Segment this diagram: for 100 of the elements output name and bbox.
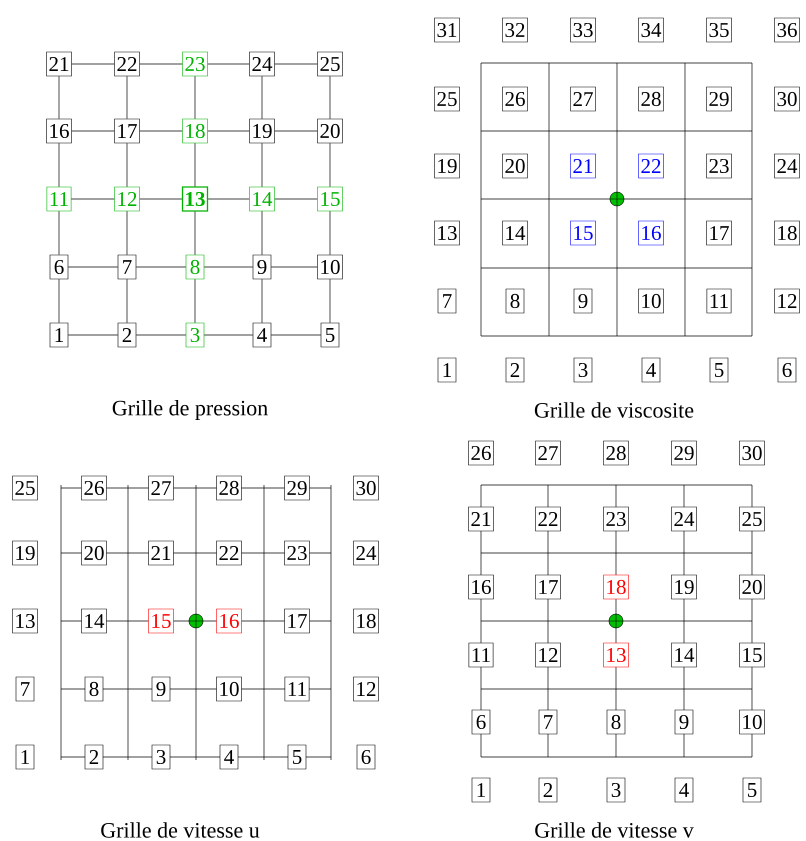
number-box: 21 [148,540,174,566]
number-box: 15 [570,220,596,246]
number-box: 27 [148,476,174,500]
number-box: 2 [538,778,558,802]
grid-line [68,334,118,336]
number-box: 14 [249,186,275,212]
number-box: 9 [252,254,272,280]
number-box: 3 [186,322,204,348]
grid-line [207,130,250,132]
number-box: 19 [12,540,38,566]
number-box: 27 [570,86,596,112]
number-box: 25 [317,52,343,76]
number-box: 8 [606,710,626,734]
number-box: 17 [284,608,310,634]
grid-line [204,334,254,336]
number-box: 17 [114,118,140,144]
number-box: 1 [50,322,68,348]
number-box: 32 [502,18,528,42]
number-box: 8 [186,254,204,280]
grid-line [208,198,250,200]
number-box: 3 [606,778,626,802]
number-box: 21 [570,154,596,178]
grid-line [204,266,254,268]
number-box: 28 [638,86,664,112]
number-box: 20 [739,574,765,600]
number-box: 25 [434,86,460,112]
grid-line [126,142,128,188]
grid-line [71,130,115,132]
number-box: 17 [706,220,732,246]
number-box: 11 [468,642,494,668]
number-box: 21 [468,506,494,532]
number-box: 20 [317,118,343,144]
number-box: 2 [118,322,136,348]
number-box: 7 [438,288,456,314]
panel-caption: Grille de viscosite [534,402,694,418]
number-box: 15 [739,642,765,668]
grid-line [194,211,196,256]
grid-line [58,210,60,256]
number-box: 19 [434,154,460,178]
number-box: 22 [216,540,242,566]
grid-line [126,210,128,256]
number-box: 19 [671,574,697,600]
grid-line [58,278,60,324]
grid-line [71,198,115,200]
grid-line [68,266,118,268]
grid-line [136,266,186,268]
number-box: 24 [671,506,697,532]
number-box: 22 [638,154,664,178]
grid-line [126,278,128,324]
number-box: 6 [472,710,490,734]
number-box: 20 [81,540,107,566]
number-box: 14 [671,642,697,668]
number-box: 25 [12,476,38,500]
number-box: 9 [674,710,694,734]
grid-line [136,334,186,336]
number-box: 36 [774,18,800,42]
number-box: 22 [535,506,561,532]
number-box: 6 [778,358,796,382]
number-box: 10 [638,288,664,314]
number-box: 12 [114,186,140,212]
number-box: 9 [152,676,170,702]
number-box: 5 [320,322,340,348]
number-box: 18 [603,574,629,600]
number-box: 4 [674,778,694,802]
number-box: 26 [81,476,107,500]
number-box: 18 [182,118,208,144]
number-box: 3 [574,358,592,382]
number-box: 16 [638,220,664,246]
number-box: 13 [603,642,629,668]
number-box: 20 [502,154,528,178]
number-box: 5 [742,778,762,802]
grid-line [194,278,196,324]
number-box: 6 [356,744,376,770]
number-box: 4 [642,358,660,382]
grid-line [139,198,182,200]
grid-line [274,130,318,132]
number-box: 8 [84,676,104,702]
number-box: 31 [434,18,460,42]
number-box: 9 [574,288,592,314]
number-box: 11 [46,186,72,212]
number-box: 6 [50,254,68,280]
number-box: 19 [249,118,275,144]
grid-line [270,266,318,268]
number-box: 29 [671,440,697,466]
number-box: 21 [46,52,72,76]
number-box: 29 [706,86,732,112]
grid-line [194,76,196,120]
grid-line [58,76,60,120]
number-box: 33 [570,18,596,42]
number-box: 14 [502,220,528,246]
number-box: 7 [118,254,136,280]
number-box: 17 [535,574,561,600]
number-box: 23 [182,52,208,76]
number-box: 12 [774,288,800,314]
panel-caption: Grille de vitesse v [535,822,694,838]
number-box: 30 [353,476,379,500]
number-box: 12 [535,642,561,668]
number-box: 10 [317,254,343,280]
number-box: 13 [434,220,460,246]
number-box: 14 [81,608,107,634]
